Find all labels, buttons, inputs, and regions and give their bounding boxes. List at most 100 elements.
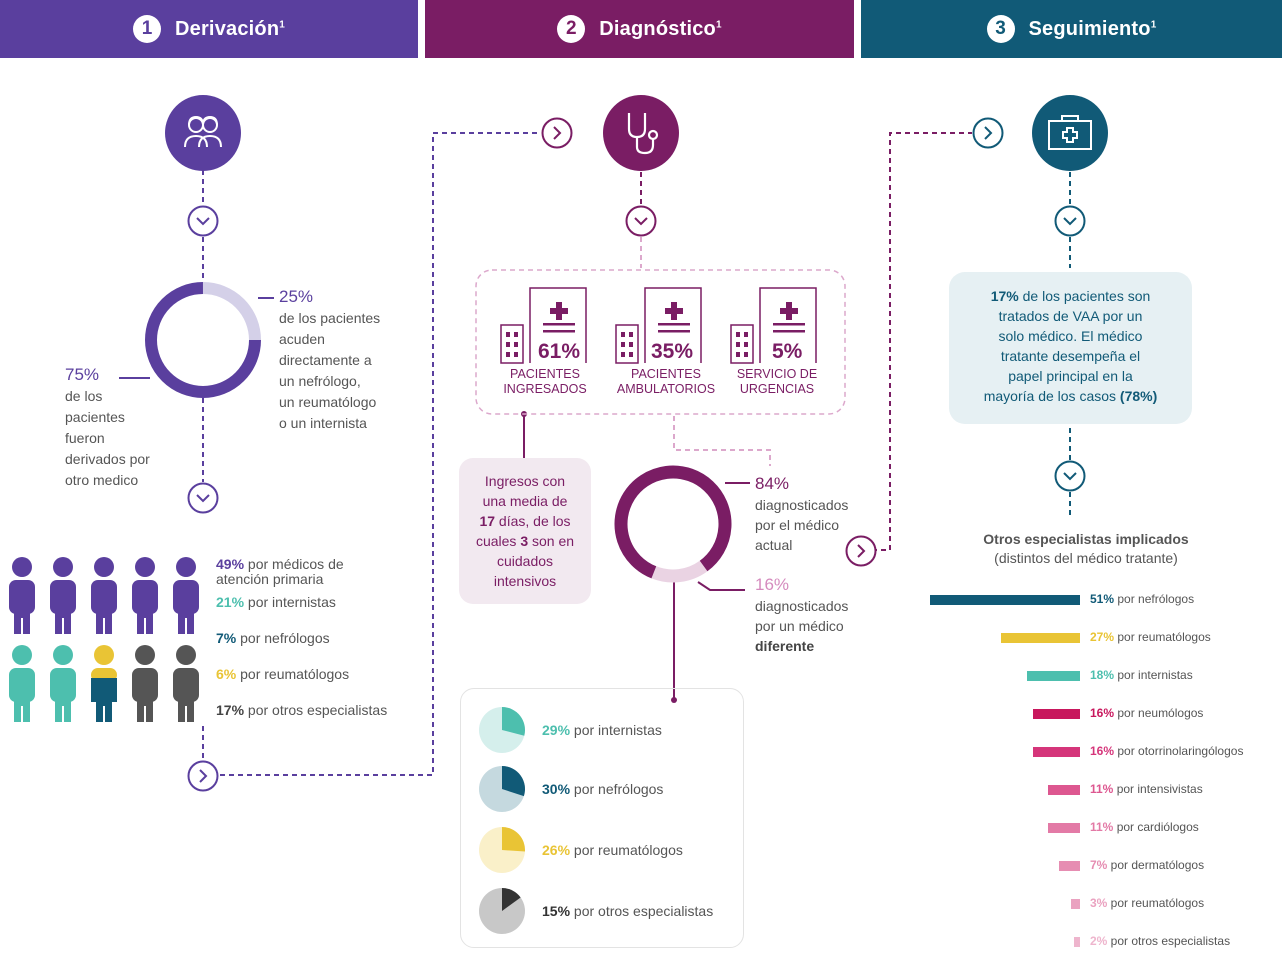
person-icon xyxy=(132,557,158,634)
header-seguimiento: 3 Seguimiento1 xyxy=(861,0,1282,58)
step-number: 3 xyxy=(986,15,1015,43)
pie-label-nephrologists: 30% por nefrólogos xyxy=(542,781,664,797)
bar-category: por neumólogos xyxy=(1114,706,1204,720)
chevron-right-icon[interactable] xyxy=(972,117,1004,149)
hospital-buildings xyxy=(500,287,817,364)
bar-value: 51% xyxy=(1090,592,1115,606)
admissions-box: Ingresos con una media de 17 días, de lo… xyxy=(459,458,591,604)
header-derivacion: 1 Derivación1 xyxy=(0,0,418,58)
chevron-right-icon[interactable] xyxy=(541,117,573,149)
bar-value: 2% xyxy=(1090,934,1108,948)
pie-label-internists: 29% por internistas xyxy=(542,722,662,738)
bar-value: 27% xyxy=(1090,630,1115,644)
bar-value: 16% xyxy=(1090,744,1115,758)
pie-label-rheumatologists: 26% por reumatólogos xyxy=(542,842,683,858)
people-legend-rheumatologists: 6% por reumatólogos xyxy=(216,666,350,682)
bar-category: por intensivistas xyxy=(1113,782,1203,796)
stethoscope-icon xyxy=(603,95,679,171)
hospital-building-icon xyxy=(500,287,587,364)
person-icon xyxy=(9,645,35,722)
pie-panel xyxy=(460,688,744,948)
bar-category: por otros especialistas xyxy=(1107,934,1231,948)
direct-referral-text: 25% de los pacientes acuden directamente… xyxy=(279,286,419,434)
diagnosed-current-text: 84% diagnosticados por el médico actual xyxy=(755,474,849,553)
bar xyxy=(1027,671,1080,681)
chevron-down-icon[interactable] xyxy=(1054,205,1086,237)
hospital-building-icon xyxy=(730,287,817,364)
pie-slice xyxy=(502,707,525,736)
bar xyxy=(1059,861,1080,871)
bar-label: 16% por otorrinolaringólogos xyxy=(1090,744,1243,758)
person-icon xyxy=(132,645,158,722)
referral-donut xyxy=(145,282,261,398)
person-icon xyxy=(173,645,199,722)
chevron-right-icon[interactable] xyxy=(845,535,877,567)
people-legend-others: 17% por otros especialistas xyxy=(216,702,388,718)
bar-value: 3% xyxy=(1090,896,1108,910)
donut-segment-referred xyxy=(145,282,261,398)
bar-value: 18% xyxy=(1090,668,1115,682)
bar-category: por nefrólogos xyxy=(1114,592,1195,606)
bar-label: 11% por intensivistas xyxy=(1090,782,1203,796)
bar xyxy=(1032,747,1080,757)
chevron-down-icon[interactable] xyxy=(187,205,219,237)
bar-category: por cardiólogos xyxy=(1113,820,1199,834)
others-title: Otros especialistas implicados (distinto… xyxy=(983,531,1189,566)
person-icon xyxy=(91,557,117,634)
bar-value: 7% xyxy=(1090,858,1108,872)
person-icon xyxy=(173,557,199,634)
bar-value: 11% xyxy=(1090,820,1114,834)
bar xyxy=(1047,785,1080,795)
bar-label: 18% por internistas xyxy=(1090,668,1193,682)
hospital-building-icon xyxy=(615,287,702,364)
bar-label: 3% por reumatólogos xyxy=(1090,896,1204,910)
bar-category: por reumatólogos xyxy=(1114,630,1211,644)
pie-slice xyxy=(502,827,525,852)
single-doctor-box: 17% de los pacientes son tratados de VAA… xyxy=(949,272,1192,424)
donut-segment-different xyxy=(651,560,708,583)
bar xyxy=(1047,823,1080,833)
other-referral-text: 75% de los pacientes fueron derivados po… xyxy=(65,364,175,491)
medical-kit-icon xyxy=(1032,95,1108,171)
bar-category: por dermatólogos xyxy=(1107,858,1205,872)
pie-slice xyxy=(502,888,521,911)
bar-value: 11% xyxy=(1090,782,1114,796)
people-legend-internists: 21% por internistas xyxy=(216,594,336,610)
bar-label: 27% por reumatólogos xyxy=(1090,630,1211,644)
donut-segment-direct xyxy=(202,282,261,341)
chevron-down-icon[interactable] xyxy=(625,205,657,237)
header-diagnostico: 2 Diagnóstico1 xyxy=(425,0,854,58)
chevron-down-icon[interactable] xyxy=(1054,460,1086,492)
person-icon xyxy=(91,645,117,722)
bar xyxy=(1074,937,1080,947)
chevron-right-icon[interactable] xyxy=(187,760,219,792)
bar-category: por reumatólogos xyxy=(1107,896,1205,910)
pie-slice xyxy=(502,766,525,797)
step-title: Seguimiento1 xyxy=(1028,17,1157,40)
bar-label: 16% por neumólogos xyxy=(1090,706,1203,720)
people-legend-nephrologists: 7% por nefrólogos xyxy=(216,630,330,646)
bar-value: 16% xyxy=(1090,706,1115,720)
chevron-down-icon[interactable] xyxy=(187,482,219,514)
outpatients-pct: 35% xyxy=(651,340,694,363)
bar-category: por internistas xyxy=(1114,668,1193,682)
person-icon xyxy=(9,557,35,634)
pie-label-others: 15% por otros especialistas xyxy=(542,903,714,919)
step-number: 2 xyxy=(557,15,586,43)
specialist-pies xyxy=(479,707,525,934)
inpatients-pct: 61% xyxy=(538,340,581,363)
emergency-pct: 5% xyxy=(772,340,803,363)
people-pictogram xyxy=(9,557,199,722)
step-title: Diagnóstico1 xyxy=(599,17,722,40)
bar-label: 7% por dermatólogos xyxy=(1090,858,1204,872)
bar-label: 2% por otros especialistas xyxy=(1090,934,1230,948)
step-number: 1 xyxy=(132,15,161,43)
person-icon xyxy=(50,557,76,634)
bar-label: 51% por nefrólogos xyxy=(1090,592,1194,606)
person-icon xyxy=(50,645,76,722)
